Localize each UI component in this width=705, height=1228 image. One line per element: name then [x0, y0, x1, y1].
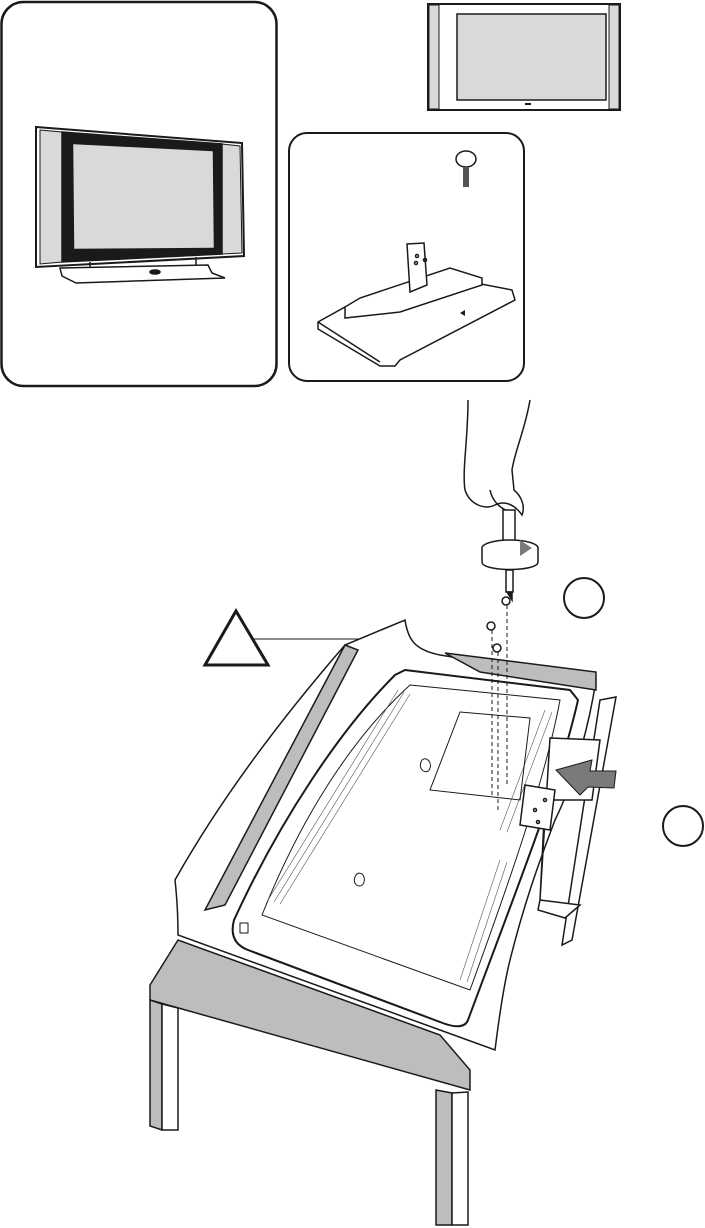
tv-on-stand-icon — [35, 125, 246, 284]
stand-icon — [317, 242, 516, 367]
hand-with-screwdriver-icon — [463, 399, 539, 603]
mounting-screws — [486, 596, 511, 810]
tv-front-view-icon — [427, 3, 621, 111]
push-arrow-icon — [555, 759, 617, 796]
step-marker-circle — [662, 805, 704, 847]
panel-stand-and-screw — [288, 132, 525, 382]
step-marker-circle — [563, 577, 605, 619]
table-icon — [149, 939, 471, 1226]
panel-tv-on-stand — [0, 0, 278, 388]
screw-icon — [455, 150, 477, 187]
vent-grille — [267, 689, 553, 983]
